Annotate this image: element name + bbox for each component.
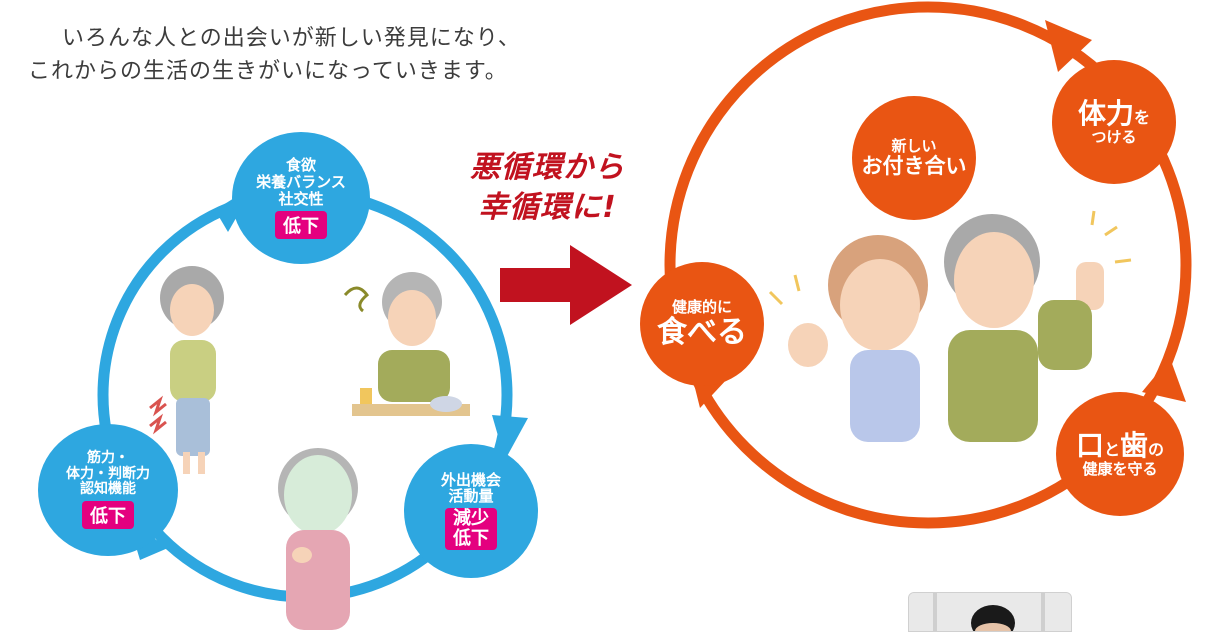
node-oral-health: 口と歯の 健康を守る bbox=[1056, 392, 1184, 516]
node-strength-big: 体力 bbox=[1077, 96, 1134, 130]
node-oral-small: 健康を守る bbox=[1082, 460, 1158, 479]
node-eat-healthy: 健康的に 食べる bbox=[640, 262, 764, 386]
presenter-silhouette bbox=[909, 593, 1071, 631]
badge-decline: 低下 bbox=[453, 528, 489, 550]
presenter-video-thumbnail[interactable] bbox=[908, 592, 1072, 632]
node-strength-line-2: 体力・判断力 bbox=[66, 465, 150, 482]
node-strength-decline: 筋力・ 体力・判断力 認知機能 低下 bbox=[38, 424, 178, 556]
slogan-line-1: 悪循環から bbox=[470, 150, 625, 185]
intro-line-1: いろんな人との出会いが新しい発見になり、 bbox=[62, 26, 521, 51]
decrease-decline-badge: 減少 低下 bbox=[445, 508, 497, 551]
vicious-arrowhead-2 bbox=[492, 415, 528, 460]
elderly-woman-illustration bbox=[149, 266, 224, 474]
node-outing-line-2: 活動量 bbox=[448, 487, 494, 506]
node-oral-big-1: 口 bbox=[1075, 428, 1104, 462]
node-strength-line-3: 認知機能 bbox=[80, 481, 136, 498]
node-oral-mid: と bbox=[1103, 439, 1120, 459]
happy-couple-illustration bbox=[768, 210, 1132, 442]
slogan-line-2: 幸循環に! bbox=[478, 190, 617, 225]
transition-slogan: 悪循環から 幸循環に! bbox=[470, 148, 625, 228]
node-new-small: 新しい bbox=[891, 136, 937, 155]
node-new-big: お付き合い bbox=[861, 153, 967, 178]
decline-badge-left: 低下 bbox=[82, 501, 134, 529]
node-new-relationships: 新しい お付き合い bbox=[852, 96, 976, 220]
node-appetite-line-3: 社交性 bbox=[278, 189, 324, 208]
node-oral-title: 口と歯の bbox=[1076, 430, 1164, 461]
intro-line-2: これからの生活の生きがいになっていきます。 bbox=[28, 59, 508, 84]
badge-decrease: 減少 bbox=[453, 508, 489, 530]
node-strength-small: つける bbox=[1091, 128, 1137, 147]
node-oral-suffix: の bbox=[1148, 439, 1165, 459]
virtuous-arrowhead-2 bbox=[1142, 358, 1186, 402]
virtuous-arrowhead-1 bbox=[1045, 20, 1092, 72]
node-outing-decline: 外出機会 活動量 減少 低下 bbox=[404, 444, 538, 578]
node-eat-big: 食べる bbox=[657, 314, 747, 350]
transition-arrow bbox=[500, 245, 632, 325]
node-strength-suffix: を bbox=[1134, 107, 1151, 127]
decline-badge: 低下 bbox=[275, 210, 327, 239]
virtuous-cycle-ring bbox=[664, 1, 1192, 529]
worried-man-illustration bbox=[343, 272, 470, 416]
node-eat-small: 健康的に bbox=[671, 297, 732, 316]
node-appetite-line-2: 栄養バランス bbox=[256, 173, 346, 192]
node-oral-big-2: 歯 bbox=[1120, 428, 1149, 462]
node-appetite-line-1: 食欲 bbox=[285, 156, 316, 175]
node-appetite-decline: 食欲 栄養バランス 社交性 低下 bbox=[232, 132, 370, 264]
intro-text: いろんな人との出会いが新しい発見になり、 これからの生活の生きがいになっていきま… bbox=[28, 22, 521, 88]
node-outing-line-1: 外出機会 bbox=[440, 470, 501, 489]
anxious-man-illustration bbox=[278, 448, 358, 630]
node-build-strength: 体力を つける bbox=[1052, 60, 1176, 184]
node-strength-line-1: 筋力・ bbox=[87, 449, 129, 466]
node-strength-title: 体力を bbox=[1078, 98, 1150, 129]
